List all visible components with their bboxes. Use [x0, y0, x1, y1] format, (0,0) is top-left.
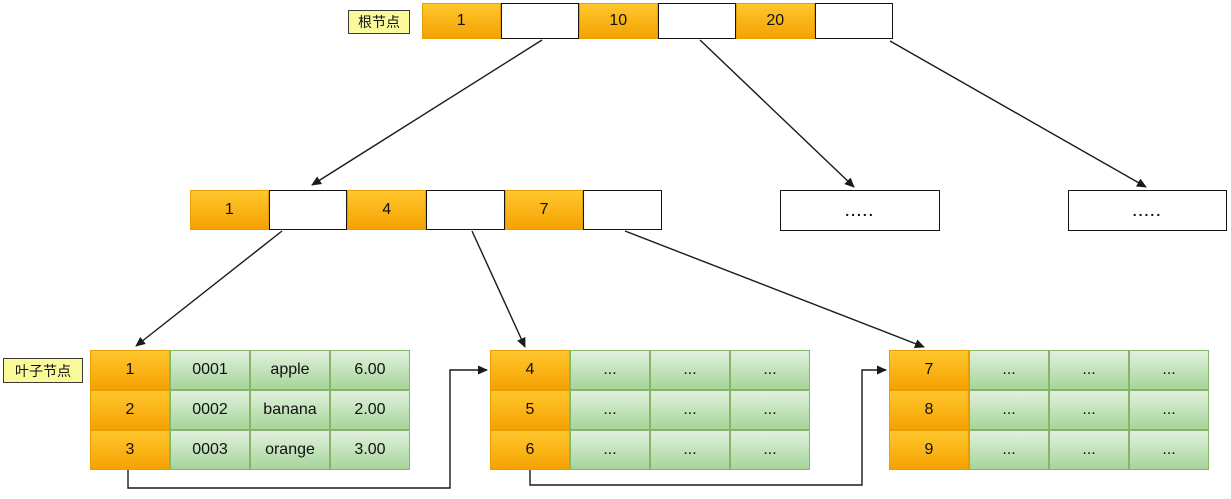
leaf-value-cell: ... [969, 350, 1049, 390]
leaf-value-cell: ... [650, 350, 730, 390]
leaf-key-cell: 4 [490, 350, 570, 390]
arrow-internal-to-leaf-2 [471, 230, 526, 348]
leaf-row: 7 ... ... ... [889, 350, 1209, 390]
leaf-value-cell: 2.00 [330, 390, 410, 430]
leaf-row: 3 0003 orange 3.00 [90, 430, 410, 470]
leaf-value-cell: 6.00 [330, 350, 410, 390]
leaf-key-cell: 3 [90, 430, 170, 470]
leaf-value-cell: ... [969, 390, 1049, 430]
leaf-value-cell: ... [570, 350, 650, 390]
leaf-key-cell: 6 [490, 430, 570, 470]
leaf-value-cell: ... [1129, 350, 1209, 390]
leaf-node-label: 叶子节点 [3, 358, 83, 383]
leaf-key-cell: 9 [889, 430, 969, 470]
leaf-row: 1 0001 apple 6.00 [90, 350, 410, 390]
leaf-value-cell: apple [250, 350, 330, 390]
leaf-key-cell: 8 [889, 390, 969, 430]
leaf-node-1: 1 0001 apple 6.00 2 0002 banana 2.00 3 0… [90, 350, 410, 470]
leaf-node-2: 4 ... ... ... 5 ... ... ... 6 ... ... ..… [490, 350, 810, 470]
leaf-value-cell: ... [650, 390, 730, 430]
leaf-value-cell: ... [570, 430, 650, 470]
leaf-value-cell: ... [969, 430, 1049, 470]
leaf-row: 9 ... ... ... [889, 430, 1209, 470]
leaf-row: 2 0002 banana 2.00 [90, 390, 410, 430]
internal-pointer-cell [583, 190, 663, 230]
leaf-value-cell: banana [250, 390, 330, 430]
arrow-internal-to-leaf-3 [624, 230, 925, 348]
leaf-value-cell: ... [730, 390, 810, 430]
internal-pointer-cell [268, 190, 348, 230]
leaf-value-cell: ... [1129, 430, 1209, 470]
leaf-value-cell: ... [1049, 430, 1129, 470]
root-key-cell: 10 [579, 3, 658, 39]
leaf-row: 4 ... ... ... [490, 350, 810, 390]
internal-node: 1 4 7 [190, 190, 663, 230]
leaf-value-cell: ... [570, 390, 650, 430]
leaf-row: 5 ... ... ... [490, 390, 810, 430]
leaf-value-cell: 0001 [170, 350, 250, 390]
root-node: 1 10 20 [422, 3, 893, 39]
leaf-key-cell: 2 [90, 390, 170, 430]
leaf-value-cell: 3.00 [330, 430, 410, 470]
internal-key-cell: 4 [347, 190, 427, 230]
leaf-value-cell: 0002 [170, 390, 250, 430]
internal-key-cell: 7 [504, 190, 584, 230]
leaf-value-cell: ... [730, 350, 810, 390]
root-pointer-cell [500, 3, 579, 39]
root-key-cell: 20 [736, 3, 815, 39]
leaf-key-cell: 7 [889, 350, 969, 390]
root-node-label: 根节点 [348, 10, 410, 34]
leaf-value-cell: ... [730, 430, 810, 470]
root-pointer-cell [814, 3, 893, 39]
arrow-root-to-ellipsis-2 [889, 40, 1147, 188]
leaf-value-cell: ... [1129, 390, 1209, 430]
leaf-value-cell: ... [650, 430, 730, 470]
root-key-cell: 1 [422, 3, 501, 39]
internal-node-ellipsis: ..... [780, 190, 940, 231]
internal-key-cell: 1 [190, 190, 269, 230]
leaf-key-cell: 1 [90, 350, 170, 390]
leaf-value-cell: 0003 [170, 430, 250, 470]
arrow-root-to-ellipsis-1 [699, 39, 855, 188]
internal-node-ellipsis: ..... [1068, 190, 1227, 231]
internal-pointer-cell [426, 190, 505, 230]
arrow-internal-to-leaf-1 [135, 230, 283, 347]
leaf-node-3: 7 ... ... ... 8 ... ... ... 9 ... ... ..… [889, 350, 1209, 470]
leaf-value-cell: ... [1049, 350, 1129, 390]
leaf-row: 8 ... ... ... [889, 390, 1209, 430]
leaf-value-cell: orange [250, 430, 330, 470]
leaf-row: 6 ... ... ... [490, 430, 810, 470]
leaf-value-cell: ... [1049, 390, 1129, 430]
root-pointer-cell [657, 3, 736, 39]
leaf-key-cell: 5 [490, 390, 570, 430]
arrow-root-to-internal [311, 39, 543, 186]
